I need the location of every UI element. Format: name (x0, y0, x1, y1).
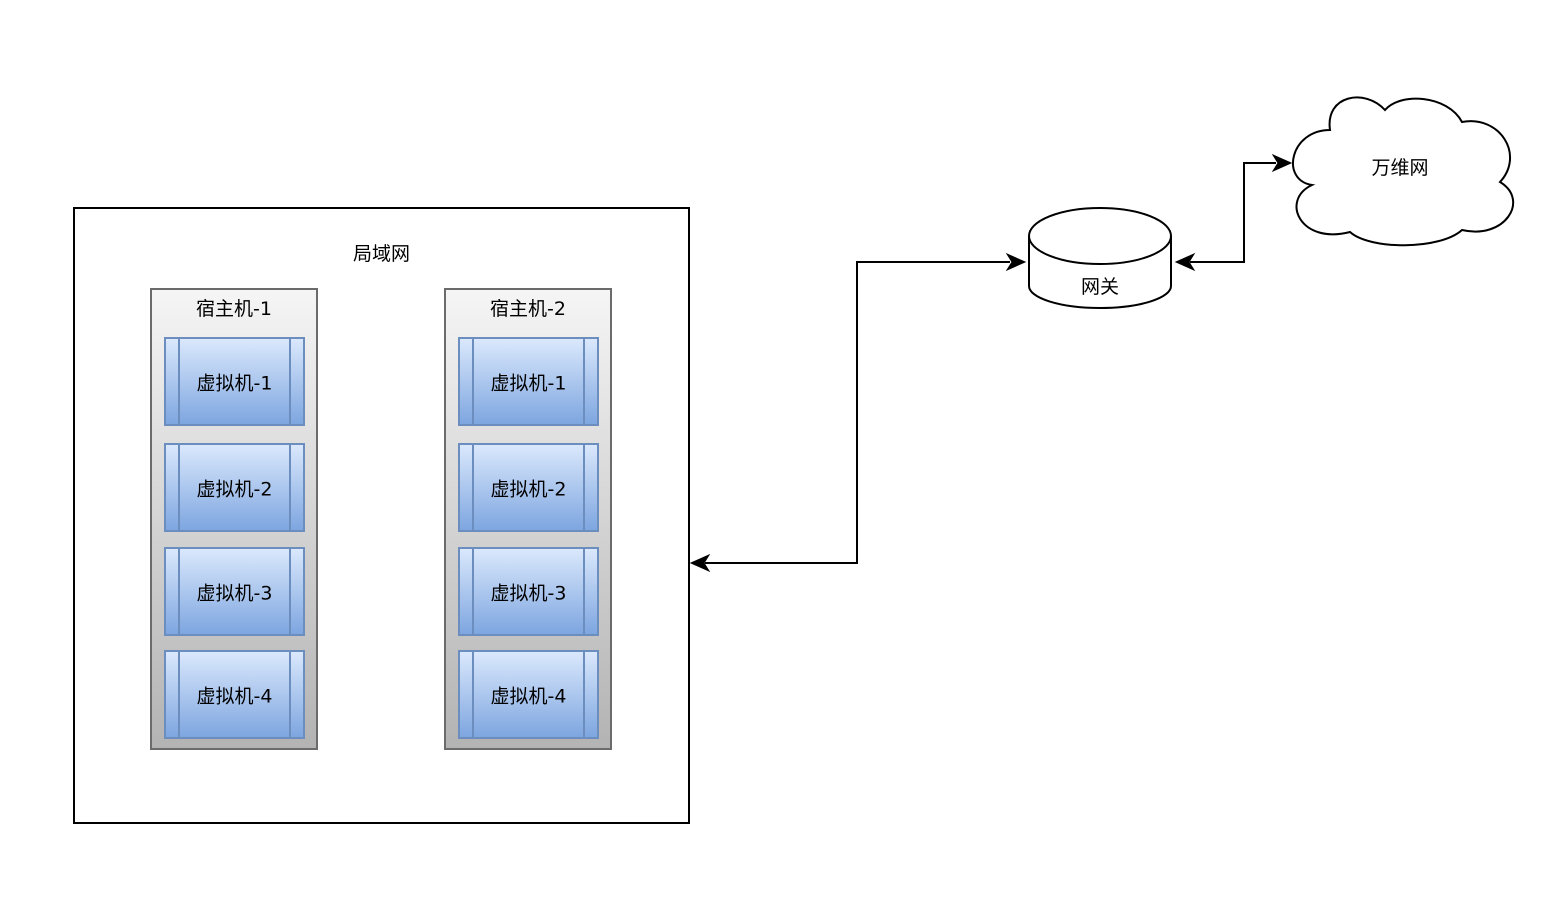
vm-label: 虚拟机-1 (490, 372, 567, 394)
vm-box: 虚拟机-1 (164, 337, 305, 426)
vm-box: 虚拟机-3 (458, 547, 599, 636)
cloud-icon (1292, 96, 1515, 247)
vm-box: 虚拟机-2 (458, 443, 599, 532)
vm-label: 虚拟机-3 (196, 582, 273, 604)
host-label: 宿主机-2 (490, 298, 566, 320)
host-label: 宿主机-1 (196, 298, 272, 320)
vm-label: 虚拟机-2 (196, 478, 273, 500)
gateway-internet-connector (1190, 162, 1276, 263)
lan-label: 局域网 (352, 243, 410, 265)
vm-label: 虚拟机-3 (490, 582, 567, 604)
vm-box: 虚拟机-1 (458, 337, 599, 426)
gateway-label: 网关 (1080, 276, 1119, 298)
lan-gateway-connector (705, 261, 1010, 564)
vm-label: 虚拟机-4 (490, 685, 567, 707)
vm-label: 虚拟机-2 (490, 478, 567, 500)
arrowhead-left-icon (689, 553, 711, 573)
internet-label: 万维网 (1371, 157, 1429, 179)
vm-box: 虚拟机-3 (164, 547, 305, 636)
host-2: 宿主机-2 虚拟机-1 虚拟机-2 虚拟机-3 虚拟机-4 (444, 288, 612, 750)
gateway-cylinder-icon (1028, 207, 1172, 309)
arrowhead-right-icon (1005, 252, 1027, 272)
vm-box: 虚拟机-4 (458, 650, 599, 739)
vm-label: 虚拟机-4 (196, 685, 273, 707)
vm-label: 虚拟机-1 (196, 372, 273, 394)
arrowhead-right-icon (1271, 153, 1293, 173)
arrowhead-left-icon (1174, 252, 1196, 272)
host-1: 宿主机-1 虚拟机-1 虚拟机-2 虚拟机-3 虚拟机-4 (150, 288, 318, 750)
vm-box: 虚拟机-2 (164, 443, 305, 532)
vm-box: 虚拟机-4 (164, 650, 305, 739)
